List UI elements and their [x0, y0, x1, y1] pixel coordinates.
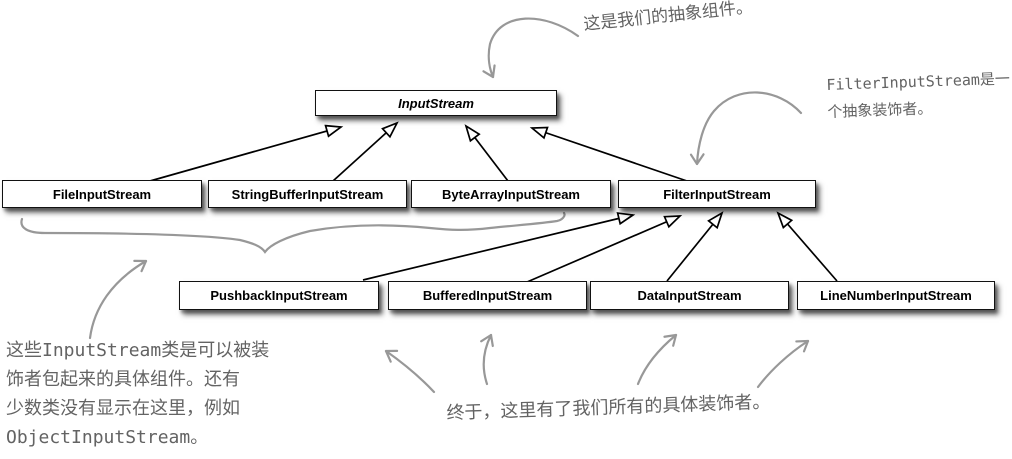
- class-box-bytearrayinputstream: ByteArrayInputStream: [411, 180, 611, 208]
- class-box-bufferedinputstream: BufferedInputStream: [388, 281, 587, 310]
- class-label: ByteArrayInputStream: [442, 186, 580, 202]
- note-concrete-components: 这些InputStream类是可以被装 饰者包起来的具体组件。还有 少数类没有显…: [6, 336, 269, 452]
- class-label: StringBufferInputStream: [231, 186, 384, 202]
- note-line: 个抽象装饰者。: [827, 99, 933, 121]
- class-label: FileInputStream: [52, 186, 152, 202]
- class-label: BufferedInputStream: [422, 288, 553, 303]
- note-line: 饰者包起来的具体组件。还有: [6, 369, 240, 390]
- class-label: FilterInputStream: [663, 186, 771, 202]
- class-label: PushbackInputStream: [210, 288, 348, 303]
- note-line: 这些InputStream类是可以被装: [6, 340, 270, 361]
- annotation-arrow-abstract-component: [482, 17, 580, 79]
- annotation-arrow-data: [636, 333, 678, 386]
- inheritance-arrow-stringbufferinputstream: [332, 121, 399, 182]
- inheritance-arrow-datainputstream: [666, 211, 724, 282]
- class-box-linenumberinputstream: LineNumberInputStream: [797, 281, 995, 310]
- note-text: 终于，这里有了我们所有的具体装饰者。: [446, 391, 771, 424]
- annotation-arrow-linenumber: [756, 339, 810, 389]
- note-text: 这是我们的抽象组件。: [582, 0, 754, 35]
- note-abstract-decorator: FilterInputStream是一 个抽象装饰者。: [826, 66, 1011, 126]
- class-box-fileinputstream: FileInputStream: [2, 180, 202, 208]
- annotation-arrow-concrete-components: [88, 259, 148, 340]
- inheritance-arrow-pushbackinputstream: [362, 212, 636, 281]
- inheritance-arrow-filterinputstream: [529, 126, 688, 182]
- class-label: InputStream: [398, 95, 474, 111]
- class-box-inputstream: InputStream: [315, 90, 557, 116]
- inheritance-arrow-bufferedinputstream: [526, 215, 683, 283]
- annotation-arrow-buffered: [480, 333, 494, 386]
- inheritance-arrow-bytearrayinputstream: [464, 124, 509, 182]
- class-label: DataInputStream: [637, 288, 742, 303]
- note-line: ObjectInputStream。: [6, 427, 209, 448]
- note-abstract-component: 这是我们的抽象组件。: [582, 0, 754, 35]
- note-line: 少数类没有显示在这里，例如: [6, 398, 240, 419]
- note-concrete-decorators: 终于，这里有了我们所有的具体装饰者。: [446, 388, 771, 425]
- inheritance-arrow-fileinputstream: [149, 124, 344, 182]
- class-box-datainputstream: DataInputStream: [590, 281, 789, 310]
- annotation-arrow-pushback: [384, 349, 436, 394]
- inheritance-arrow-linenumberinputstream: [776, 211, 838, 282]
- annotation-arrow-abstract-decorator: [689, 91, 803, 166]
- brace-under-concrete-components: [20, 211, 566, 254]
- class-label: LineNumberInputStream: [820, 288, 972, 303]
- class-box-filterinputstream: FilterInputStream: [618, 180, 816, 208]
- class-box-pushbackinputstream: PushbackInputStream: [179, 281, 379, 310]
- class-box-stringbufferinputstream: StringBufferInputStream: [208, 180, 407, 208]
